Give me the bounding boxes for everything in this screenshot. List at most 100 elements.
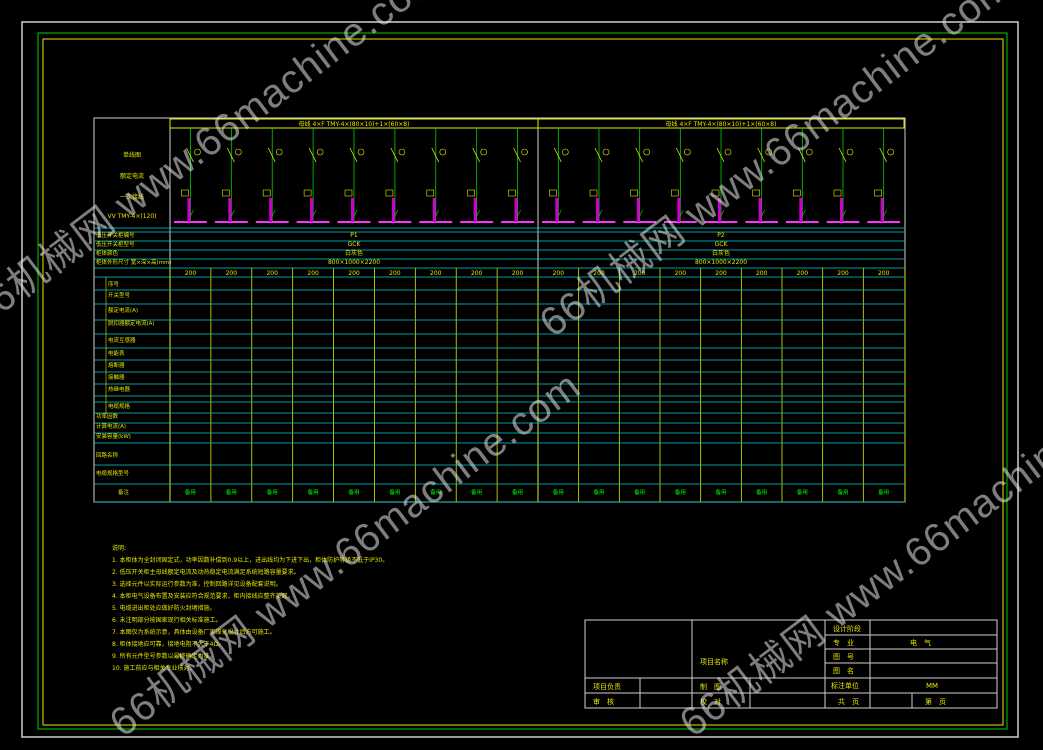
discipline-value: 电 气: [910, 638, 931, 647]
cabinet-width: 200: [553, 270, 565, 277]
side-label-0: 序号: [108, 280, 120, 288]
cabinet-width: 200: [837, 270, 849, 277]
feeder-circuit: [704, 128, 738, 223]
remark-cell: 备用: [226, 488, 237, 496]
cabinet-width: 200: [471, 270, 483, 277]
note-8: 8. 柜体接地应可靠，接地电阻不大于4Ω。: [112, 640, 224, 648]
bus-right-label: 母线 4×F TMY-4×(80×10)+1×(60×8): [666, 120, 777, 128]
feeder-circuit: [255, 128, 289, 223]
remark-cell: 备用: [634, 488, 645, 496]
check-label: 校 对: [700, 697, 721, 706]
cabinet-width: 200: [185, 270, 197, 277]
lower-row-3: 回路名称: [96, 451, 119, 459]
remark-cell: 备用: [756, 488, 767, 496]
cabinet-width: 200: [512, 270, 524, 277]
remark-cell: 备用: [308, 488, 319, 496]
cabinet-width: 200: [715, 270, 727, 277]
cabinet-no-left: P1: [350, 232, 358, 239]
note-2: 2. 低压开关柜主母线额定电流及动热稳定电流满足系统短路容量要求。: [112, 568, 300, 576]
note-1: 1. 本柜体为全封闭固定式，功率因数补偿到0.9以上，进出线均为下进下出，柜体防…: [112, 556, 388, 564]
remark-cell: 备用: [878, 488, 889, 496]
remark-cell: 备用: [715, 488, 726, 496]
project-lead-label: 项目负责: [593, 682, 621, 691]
side-label-8: 热继电器: [108, 385, 131, 393]
remark-cell: 备用: [471, 488, 482, 496]
primary-label: 一次接线: [120, 193, 144, 201]
cabinet-width: 200: [878, 270, 890, 277]
note-6: 6. 未注明部分按国家现行相关标准施工。: [112, 616, 222, 624]
feeder-circuit: [867, 128, 900, 223]
row-label-size: 柜体外形尺寸 宽×深×高(mm): [96, 258, 171, 266]
cabinet-type-left: GCK: [348, 241, 362, 248]
feeder-circuit: [174, 128, 207, 223]
cabinet-width: 200: [797, 270, 809, 277]
remark-cell: 备用: [185, 488, 196, 496]
total-pages-label: 共 页: [838, 697, 859, 706]
project-name-label: 项目名称: [700, 657, 728, 666]
discipline-label: 专 业: [833, 638, 854, 647]
side-label-5: 电能表: [108, 349, 125, 357]
green-frame: [37, 32, 1008, 730]
design-stage-label: 设计阶段: [833, 624, 861, 633]
remark-cell: 备用: [675, 488, 686, 496]
drawing-no-label: 图 号: [833, 653, 854, 661]
cabinet-width: 200: [389, 270, 401, 277]
side-label-2: 额定电流(A): [108, 306, 138, 314]
note-4: 4. 本柜电气设备布置及安装应符合规范要求，柜内接线应整齐美观。: [112, 592, 294, 600]
note-3: 3. 选择元件以实际运行参数为准，控制回路详见设备配套说明。: [112, 580, 282, 588]
cabinet-no-right: P2: [717, 232, 725, 239]
side-label-9: 电缆规格: [108, 402, 131, 410]
single-line-label: 单线图: [123, 151, 141, 159]
remark-cell: 备用: [797, 488, 808, 496]
note-5: 5. 电缆进出柜处应做好防火封堵措施。: [112, 604, 216, 612]
lower-row-4: 电缆规格型号: [96, 469, 130, 477]
cabinet-width: 200: [348, 270, 360, 277]
remark-cell: 备用: [512, 488, 523, 496]
note-10: 10. 施工前应与相关专业核对。: [112, 664, 195, 672]
feeder-circuit: [378, 128, 412, 223]
row-label-cabinet-type: 低压开关柜型号: [96, 240, 135, 248]
side-label-7: 接触器: [108, 373, 125, 381]
feeder-circuit: [582, 128, 616, 223]
notes-block: 说明: 1. 本柜体为全封闭固定式，功率因数补偿到0.9以上，进出线均为下进下出…: [112, 544, 388, 672]
lower-row-0: 功率因数: [96, 412, 119, 420]
feeder-circuit: [460, 128, 494, 223]
feeder-circuit: [419, 128, 453, 223]
cabinet-width: 200: [756, 270, 768, 277]
lower-row-2: 安装容量(kW): [96, 432, 131, 440]
cabinet-width: 200: [430, 270, 442, 277]
feeder-circuit: [542, 128, 575, 223]
standard-label: 标注单位: [831, 681, 859, 690]
color-left: 白灰色: [345, 249, 363, 257]
size-left: 800×1000×2200: [328, 259, 380, 266]
yellow-frame: [42, 38, 1004, 726]
review-label: 审 核: [593, 697, 614, 706]
page-label: 第 页: [925, 697, 946, 706]
side-label-4: 电流互感器: [108, 336, 136, 344]
feeder-circuit: [745, 128, 778, 223]
outer-frame: [21, 21, 1019, 738]
notes-title: 说明:: [112, 544, 126, 552]
cabinet-width: 200: [593, 270, 605, 277]
standard-value: MM: [926, 682, 938, 690]
side-label-6: 熔断器: [108, 361, 125, 369]
bus-left-label: 母线 4×F TMY-4×(80×10)+1×(60×8): [299, 120, 410, 128]
feeder-circuit: [337, 128, 371, 223]
remark-cell: 备用: [593, 488, 604, 496]
color-right: 白灰色: [712, 249, 730, 257]
feeder-circuit: [214, 128, 248, 223]
feeder-circuit: [826, 128, 860, 223]
feeder-circuit: [296, 128, 330, 223]
lower-row-1: 计算电流(A): [96, 422, 126, 430]
lower-row-5: 备注: [118, 488, 130, 496]
drawn-label: 制 图: [700, 682, 721, 691]
cabinet-width: 200: [226, 270, 238, 277]
rated-current-label: 额定电流: [120, 172, 144, 180]
title-block: [584, 619, 998, 709]
cabinet-width: 200: [307, 270, 319, 277]
remark-cell: 备用: [553, 488, 564, 496]
row-label-color: 柜体颜色: [96, 249, 119, 257]
drawing-name-label: 图 名: [833, 666, 854, 675]
remark-cell: 备用: [267, 488, 278, 496]
